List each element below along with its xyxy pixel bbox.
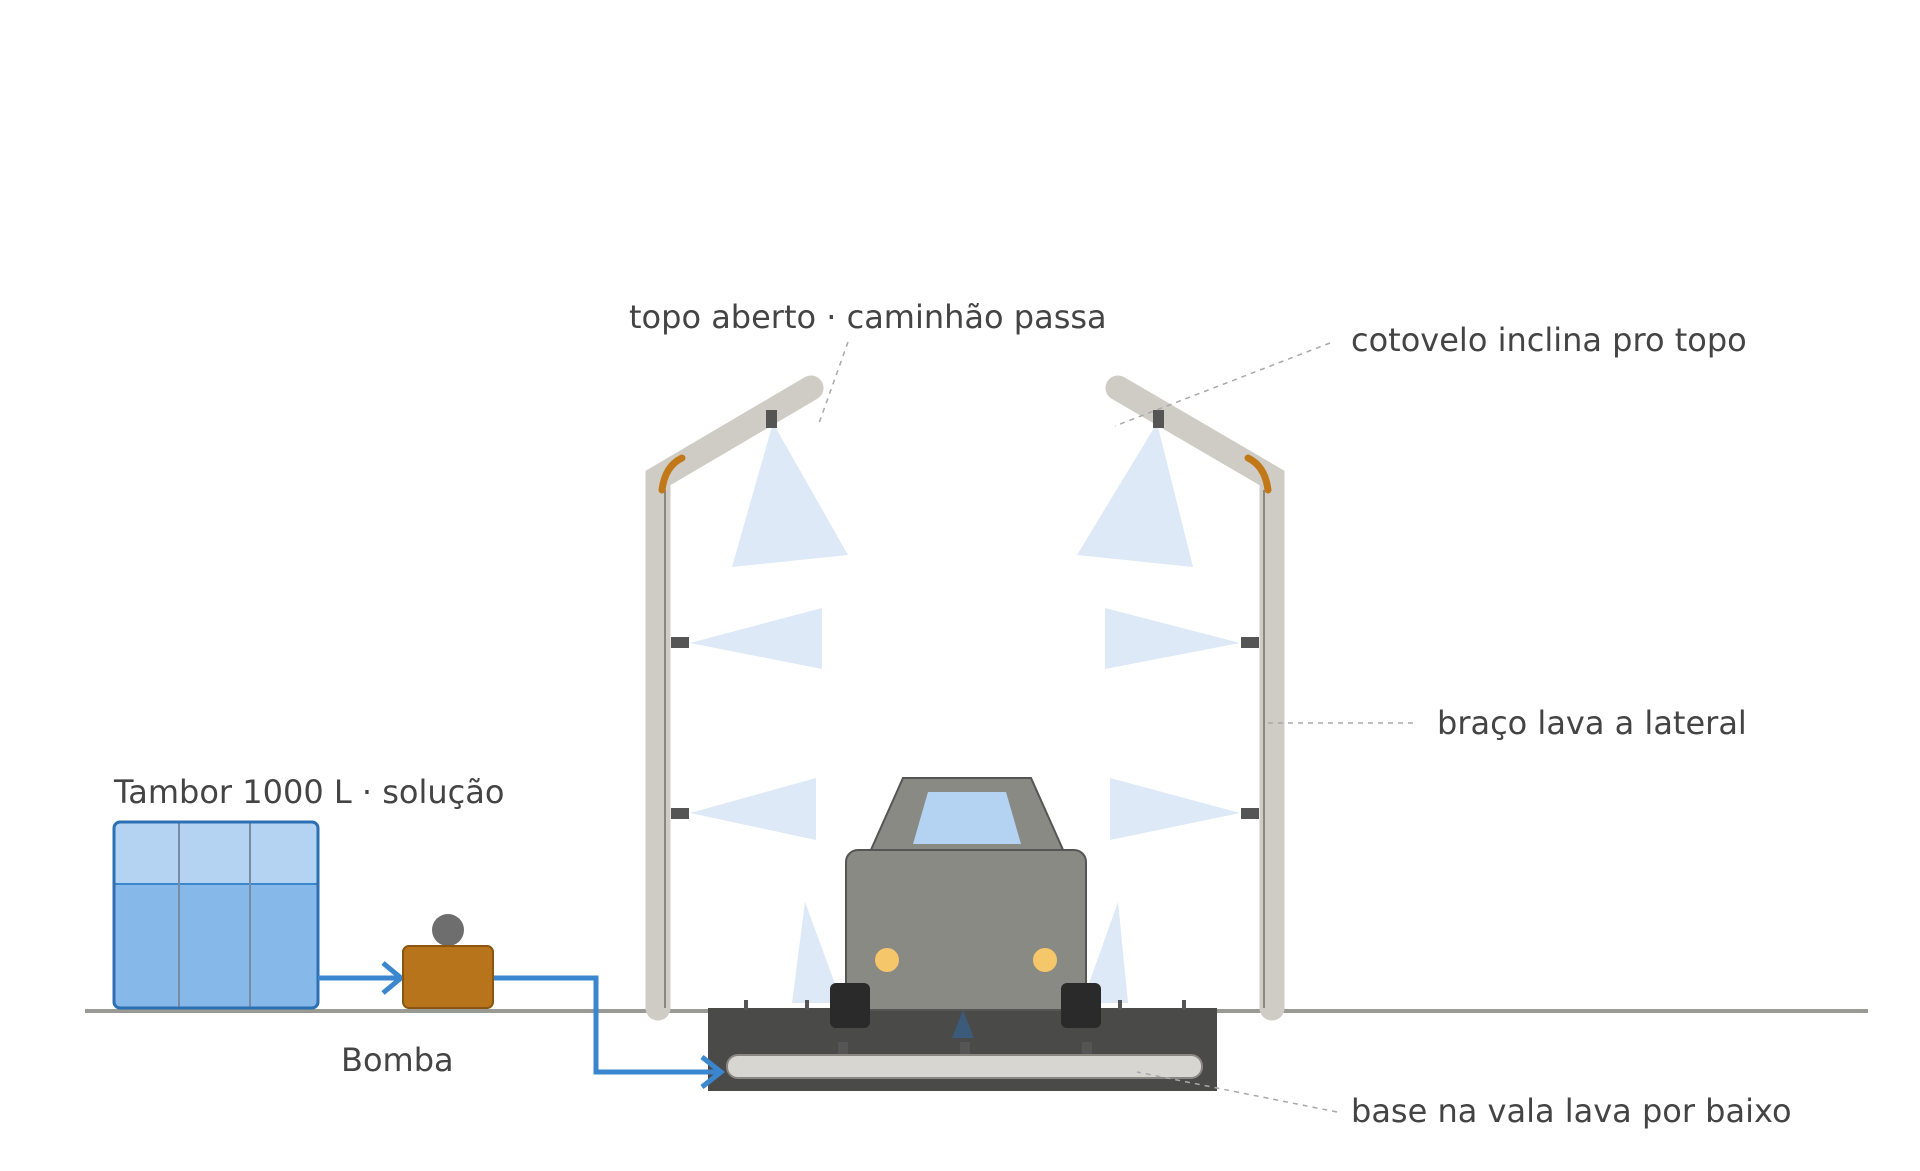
spray-nozzle-icon xyxy=(766,410,777,428)
label-elbow: cotovelo inclina pro topo xyxy=(1351,321,1747,359)
spray-nozzle-icon xyxy=(960,1042,970,1060)
leader-top-open xyxy=(817,341,849,427)
label-top-open: topo aberto · caminhão passa xyxy=(629,298,1107,336)
spray-nozzle-icon xyxy=(1082,1042,1092,1060)
wheel-left xyxy=(830,983,870,1028)
underbody-spray-bar xyxy=(726,1042,1203,1079)
spray-nozzle-icon xyxy=(1241,808,1259,819)
truck-body xyxy=(845,849,1087,1011)
pump-to-base-arrow xyxy=(700,1055,726,1089)
right-elbow xyxy=(1244,454,1272,494)
pit-surface-nozzles xyxy=(744,1000,1186,1010)
spray-nozzle-icon xyxy=(1241,637,1259,648)
right-arm-pipe xyxy=(1105,375,1285,1021)
spray-nozzle-icon xyxy=(838,1042,848,1060)
spray-cone-bottom-left xyxy=(792,902,842,1003)
label-base: base na vala lava por baixo xyxy=(1351,1092,1792,1130)
wheel-right xyxy=(1061,983,1101,1028)
supply-pipes xyxy=(318,961,726,1089)
spray-cone-bottom-right xyxy=(1082,902,1128,1003)
spray-cone-right-lower xyxy=(1110,778,1240,840)
spray-cone-top-right xyxy=(1077,423,1193,567)
spray-nozzle-icon xyxy=(671,637,689,648)
spray-nozzle-icon xyxy=(1153,410,1164,428)
spray-cones xyxy=(690,423,1240,1038)
tank-to-pump-arrow xyxy=(381,961,405,995)
truck-windshield xyxy=(913,792,1021,844)
spray-cone-left-lower xyxy=(690,778,816,840)
pump-icon xyxy=(402,914,494,1009)
left-elbow xyxy=(658,454,686,494)
spray-cone-left-upper xyxy=(690,608,822,669)
spray-cone-right-upper xyxy=(1105,608,1240,669)
label-tank: Tambor 1000 L · solução xyxy=(113,773,504,811)
spray-nozzle-icon xyxy=(671,808,689,819)
leader-elbow xyxy=(1114,342,1331,427)
water-tank-icon xyxy=(112,820,320,1010)
headlight-right xyxy=(1033,948,1057,972)
spray-cone-under-center xyxy=(952,1010,974,1038)
label-pump: Bomba xyxy=(341,1041,454,1079)
leader-base xyxy=(1136,1071,1338,1113)
label-arm-side: braço lava a lateral xyxy=(1437,704,1747,742)
base-pipe xyxy=(726,1054,1203,1079)
left-arm xyxy=(645,375,824,1021)
left-arm-pipe xyxy=(645,375,824,1021)
headlight-left xyxy=(875,948,899,972)
spray-cone-top-left xyxy=(732,423,848,567)
truck-icon xyxy=(830,777,1101,1028)
right-arm xyxy=(1105,375,1285,1021)
pump-to-base-pipe xyxy=(492,975,718,1075)
leader-lines xyxy=(817,341,1413,1113)
